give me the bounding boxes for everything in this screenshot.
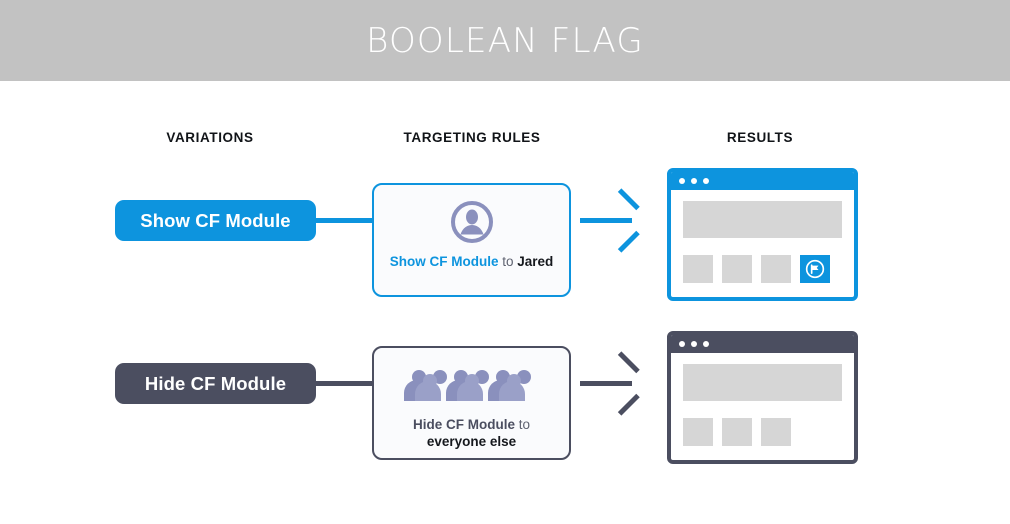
single-person-icon xyxy=(450,199,494,245)
column-heading-targeting-rules: TARGETING RULES xyxy=(403,130,541,145)
rule-variation-name: Show CF Module xyxy=(389,254,499,269)
window-dot-icon xyxy=(691,178,697,184)
browser-content xyxy=(671,190,854,283)
flag-rule-row: Show CF Module Show CF Module to Jared xyxy=(0,165,1010,305)
page-title: BOOLEAN FLAG xyxy=(366,20,644,61)
content-tile-row xyxy=(683,418,842,446)
rule-variation-name: Hide CF Module xyxy=(412,417,515,432)
content-placeholder-block xyxy=(683,201,842,238)
flow-arrow-icon xyxy=(580,188,650,253)
result-browser-window-without-flag xyxy=(667,331,858,464)
page-header: BOOLEAN FLAG xyxy=(0,0,1010,81)
flag-rule-row: Hide CF Module xyxy=(0,328,1010,468)
variation-label: Show CF Module xyxy=(140,209,291,231)
rule-description: Show CF Module to Jared xyxy=(374,253,569,270)
window-dot-icon xyxy=(691,341,697,347)
content-tile xyxy=(683,418,713,446)
browser-title-bar xyxy=(671,335,854,353)
window-dot-icon xyxy=(703,178,709,184)
column-heading-results: RESULTS xyxy=(726,130,794,145)
content-tile xyxy=(722,418,752,446)
pill-to-rule-connector xyxy=(316,381,373,386)
window-dot-icon xyxy=(679,341,685,347)
window-dot-icon xyxy=(679,178,685,184)
variation-pill-show[interactable]: Show CF Module xyxy=(115,200,316,241)
rule-connector-word: to xyxy=(498,254,518,269)
content-tile xyxy=(761,418,791,446)
targeting-rule-card-hide[interactable]: Hide CF Module to everyone else xyxy=(372,346,571,460)
group-of-people-icon xyxy=(402,362,542,408)
rule-audience: Jared xyxy=(517,254,554,269)
rule-description: Hide CF Module to everyone else xyxy=(374,416,569,450)
flow-arrow-icon xyxy=(580,351,650,416)
content-tile xyxy=(761,255,791,283)
column-heading-variations: VARIATIONS xyxy=(166,130,254,145)
browser-content xyxy=(671,353,854,446)
content-tile-row xyxy=(683,255,842,283)
targeting-rule-card-show[interactable]: Show CF Module to Jared xyxy=(372,183,571,297)
pill-to-rule-connector xyxy=(316,218,373,223)
browser-title-bar xyxy=(671,172,854,190)
window-dot-icon xyxy=(703,341,709,347)
content-tile xyxy=(683,255,713,283)
variation-pill-hide[interactable]: Hide CF Module xyxy=(115,363,316,404)
cf-module-tile xyxy=(800,255,830,283)
variation-label: Hide CF Module xyxy=(144,372,287,394)
content-placeholder-block xyxy=(683,364,842,401)
flag-in-circle-icon xyxy=(805,259,825,279)
result-browser-window-with-flag xyxy=(667,168,858,301)
rule-audience: everyone else xyxy=(426,434,517,449)
rule-connector-word: to xyxy=(514,417,530,432)
content-tile xyxy=(722,255,752,283)
